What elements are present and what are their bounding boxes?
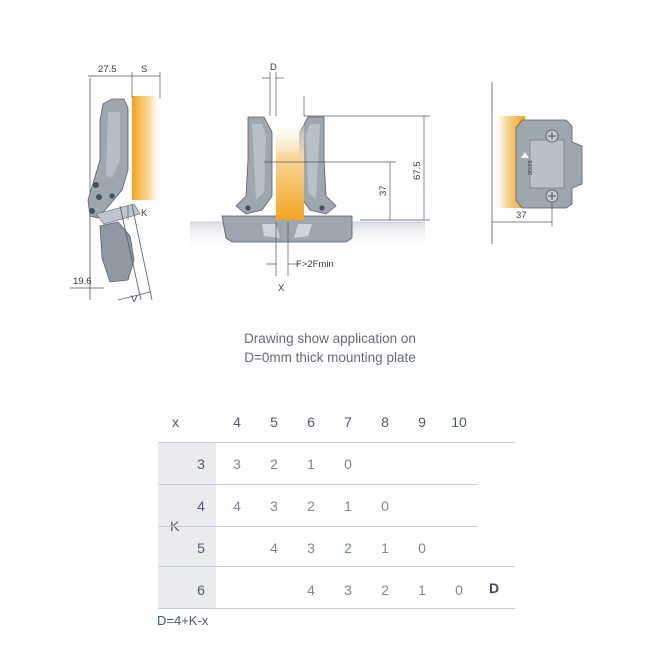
dim-x: X	[278, 283, 285, 294]
k-row-label-3: 3	[197, 456, 205, 472]
table-cell: 4	[270, 540, 278, 556]
dim-f: F>2Fmin	[296, 259, 334, 270]
caption-line-1: Drawing show application on	[244, 331, 416, 346]
x-axis-label: x	[172, 414, 179, 430]
formula: D=4+K-x	[157, 613, 209, 628]
table-rule	[158, 566, 515, 567]
door-panel	[132, 96, 162, 200]
x-header-9: 9	[418, 414, 426, 430]
table-rule	[158, 484, 478, 485]
dim-37-right: 37	[516, 210, 527, 221]
table-cell: 2	[307, 498, 315, 514]
x-header-10: 10	[451, 414, 467, 430]
dim-k: K	[141, 208, 148, 219]
table-cell: 4	[307, 582, 315, 598]
caption-line-2: D=0mm thick mounting plate	[244, 350, 416, 365]
table-cell: 0	[455, 582, 463, 598]
k-column-band	[158, 443, 216, 608]
table-cell: 1	[344, 498, 352, 514]
x-header-4: 4	[233, 414, 241, 430]
x-header-6: 6	[307, 414, 315, 430]
table-cell: 2	[381, 582, 389, 598]
table-cell: 4	[233, 498, 241, 514]
table-cell: 0	[381, 498, 389, 514]
table-cell: 0	[344, 456, 352, 472]
dim-d: D	[270, 62, 277, 73]
k-row-label-4: 4	[197, 498, 205, 514]
dim-27-5: 27.5	[98, 64, 117, 75]
table-cell: 3	[344, 582, 352, 598]
x-header-7: 7	[344, 414, 352, 430]
d-label: D	[489, 580, 500, 596]
k-row-label-6: 6	[197, 582, 205, 598]
x-header-8: 8	[381, 414, 389, 430]
dim-19-6: 19.6	[73, 276, 92, 287]
front-view-hinge: D 67.5 37 F>2Fmin X	[190, 62, 430, 294]
table-cell: 3	[233, 456, 241, 472]
table-cell: 3	[307, 540, 315, 556]
hinge-technical-drawings: 27.5 S K 19.6 V	[70, 62, 583, 305]
table-cell: 1	[418, 582, 426, 598]
plate-top-view: 0D/26 37	[491, 82, 583, 244]
table-cell: 3	[270, 498, 278, 514]
table-cell: 0	[418, 540, 426, 556]
table-rule	[158, 608, 515, 609]
x-header-5: 5	[270, 414, 278, 430]
dim-v: V	[131, 294, 138, 305]
plate-marking: 0D/26	[528, 160, 534, 175]
k-row-label-5: 5	[197, 540, 205, 556]
table-cell: 1	[307, 456, 315, 472]
side-view-hinge: 27.5 S K 19.6 V	[70, 64, 162, 305]
dim-67-5: 67.5	[412, 162, 423, 181]
table-cell: 2	[344, 540, 352, 556]
table-cell: 2	[270, 456, 278, 472]
door-panel-front	[276, 116, 304, 220]
dim-s: S	[141, 64, 147, 75]
table-rule	[158, 442, 515, 443]
table-rule	[158, 526, 478, 527]
table-cell: 1	[381, 540, 389, 556]
dim-37-mid: 37	[378, 185, 389, 196]
